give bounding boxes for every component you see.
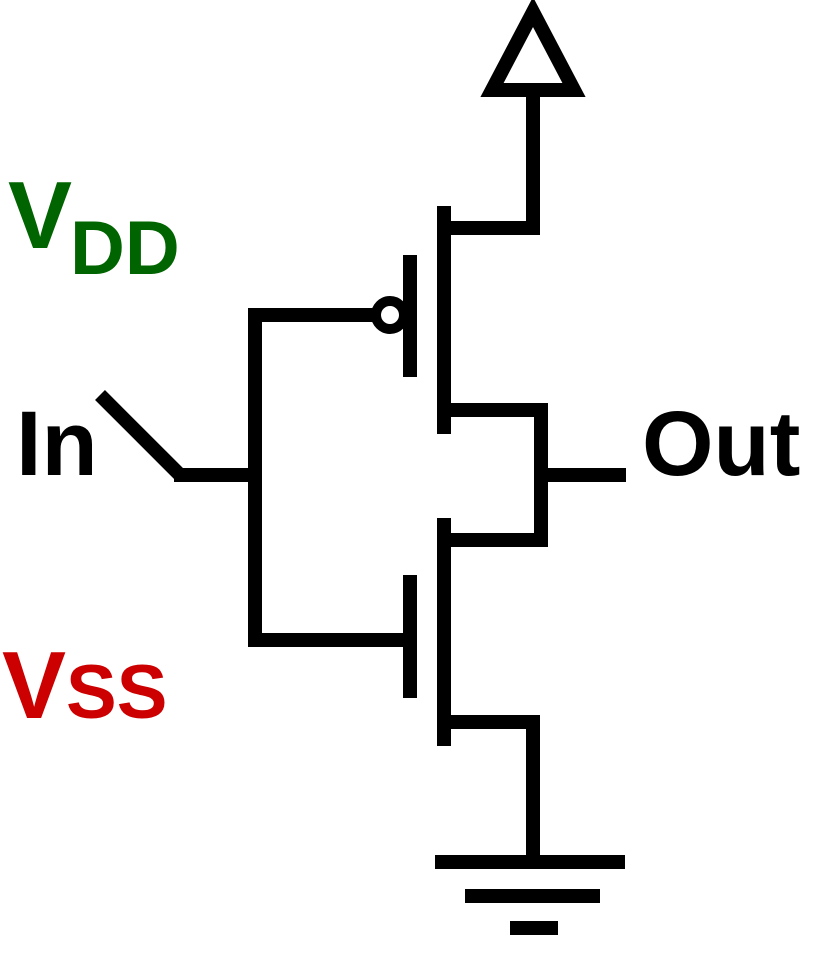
- vss-label-main: V: [2, 632, 67, 739]
- pmos-gate-bubble: [371, 296, 409, 334]
- wires: [95, 0, 626, 935]
- vdd-supply-symbol: [480, 0, 586, 97]
- vdd-label-subscript: DD: [70, 206, 180, 291]
- vdd-label: VDD: [8, 168, 180, 287]
- input-terminal-lead: [95, 390, 185, 480]
- output-label: Out: [642, 393, 801, 495]
- vss-label-subscript: SS: [66, 650, 168, 735]
- vdd-label-main: V: [8, 162, 73, 269]
- input-label: In: [16, 393, 98, 495]
- vss-label: VSS: [2, 638, 167, 734]
